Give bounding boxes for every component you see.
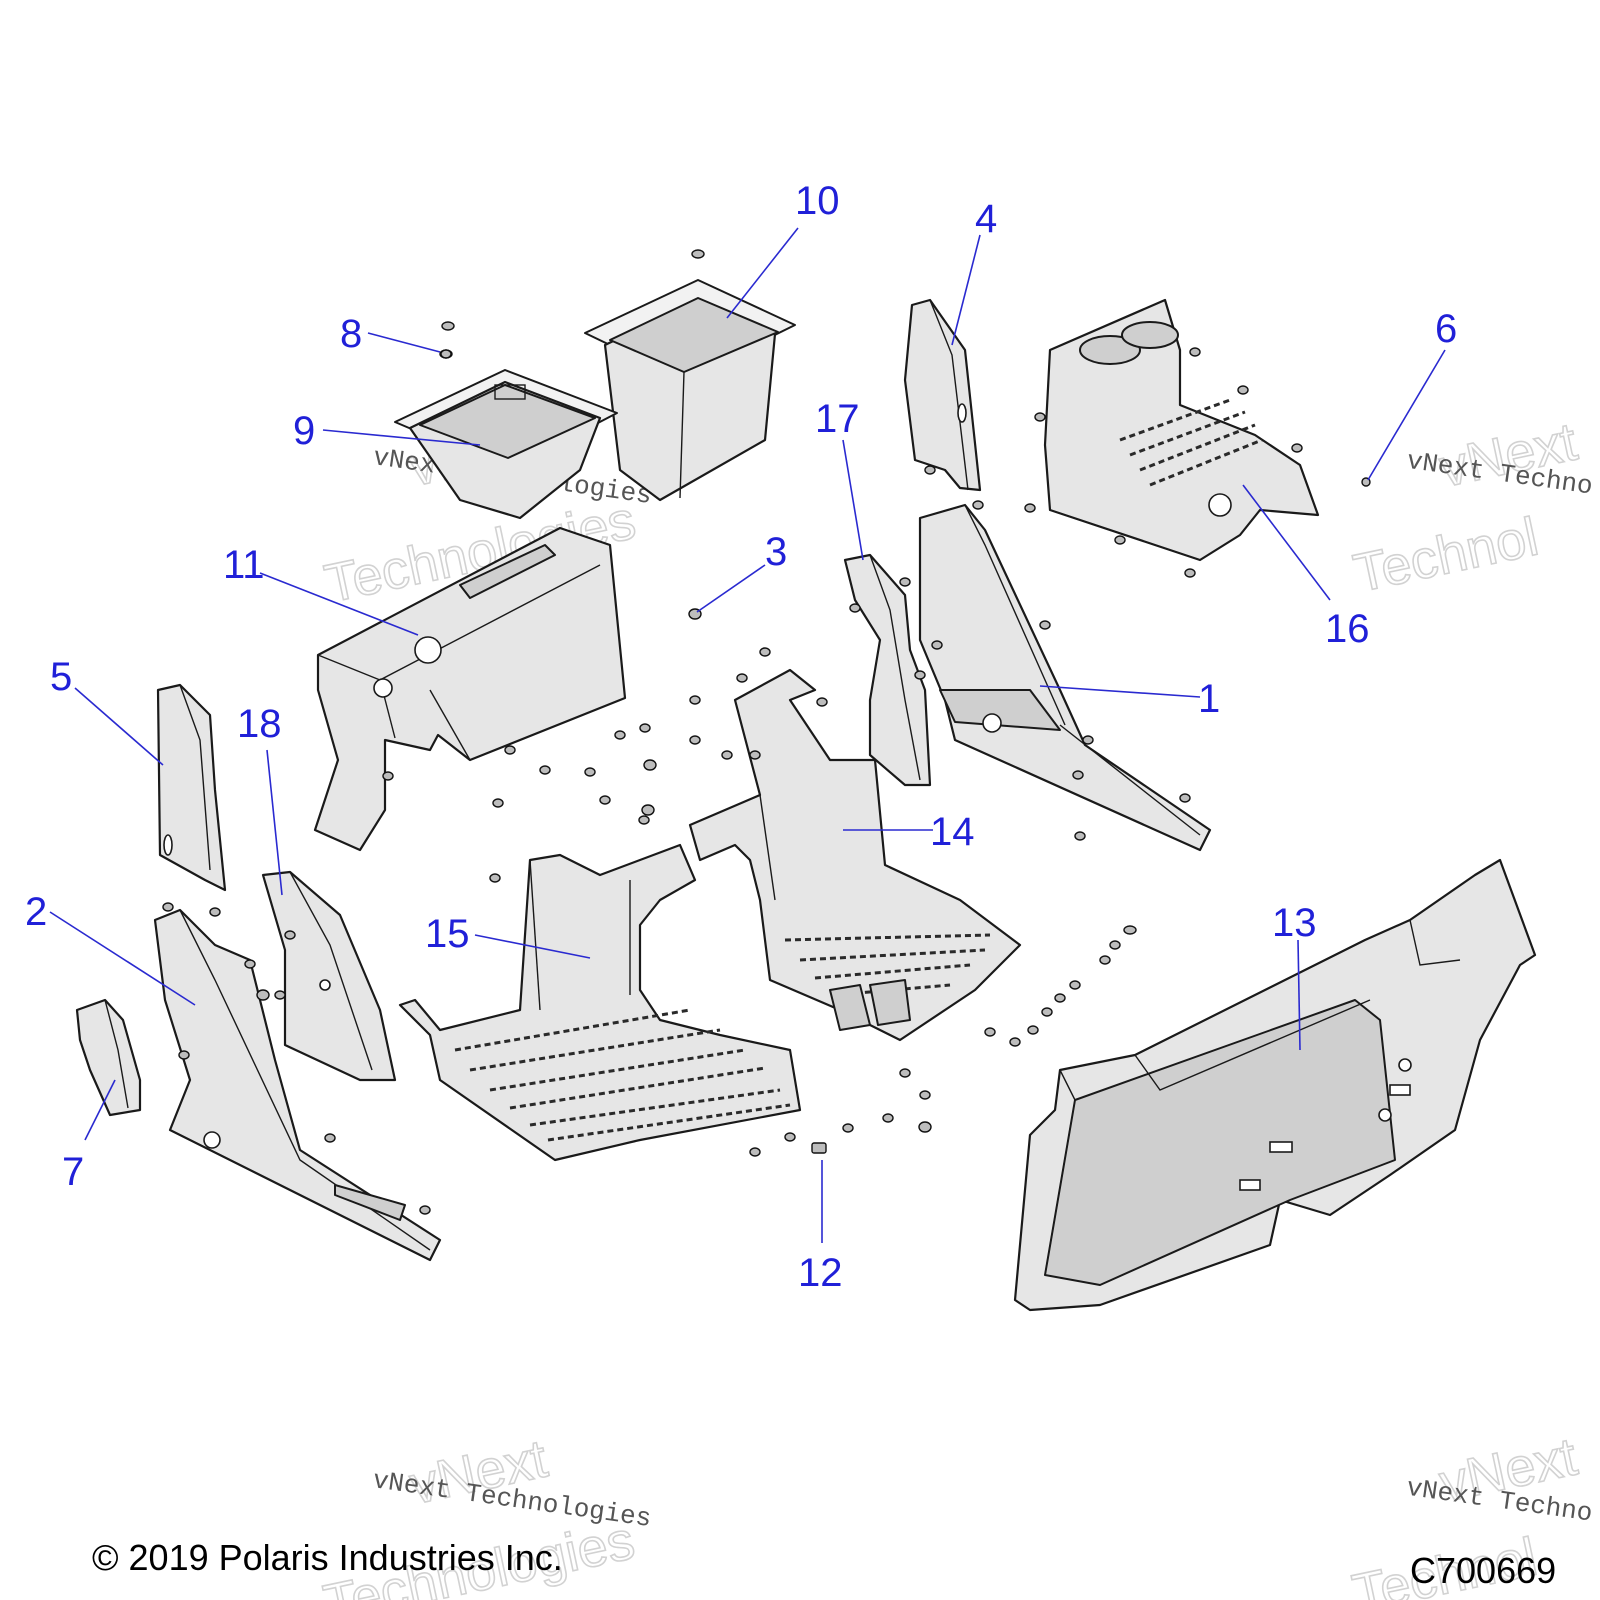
part-7-pad <box>75 998 142 1117</box>
watermark-large-top-right-word: Technol <box>1349 507 1544 604</box>
part-2-left-rocker-panel <box>153 902 442 1262</box>
callout-5: 5 <box>50 655 72 699</box>
leader-16 <box>1242 484 1331 601</box>
part-10-storage-bin <box>584 249 796 502</box>
leader-8 <box>367 332 441 353</box>
callout-9: 9 <box>293 409 315 453</box>
callout-16: 16 <box>1325 607 1370 651</box>
footer: © 2019 Polaris Industries Inc. C700669 <box>92 1537 1556 1591</box>
loose-fasteners <box>382 349 1371 1154</box>
leader-9 <box>322 429 481 446</box>
leader-10 <box>726 227 799 319</box>
leader-11 <box>259 572 419 636</box>
fastener-part-8 <box>440 349 452 359</box>
callout-1: 1 <box>1198 677 1220 721</box>
part-9-tray <box>394 321 618 520</box>
leader-6 <box>1367 349 1446 481</box>
part-5-left-upper-trim <box>156 683 227 892</box>
diagram-code: C700669 <box>1410 1550 1556 1591</box>
part-11-console-panel <box>313 526 627 852</box>
part-18-left-inner-trim <box>261 870 397 1082</box>
leader-15 <box>474 934 591 959</box>
callout-13: 13 <box>1272 901 1317 945</box>
callout-2: 2 <box>25 890 47 934</box>
callout-15: 15 <box>425 912 470 956</box>
callout-3: 3 <box>765 530 787 574</box>
callout-7: 7 <box>62 1150 84 1194</box>
callout-8: 8 <box>340 312 362 356</box>
part-14-rear-floor <box>688 647 1022 1042</box>
leader-1 <box>1039 685 1201 698</box>
callout-labels: 1 2 3 4 5 6 7 8 9 10 11 12 13 14 15 16 1… <box>25 179 1457 1295</box>
callout-4: 4 <box>975 197 997 241</box>
leader-lines <box>49 227 1446 1243</box>
leader-17 <box>842 439 864 561</box>
leader-3 <box>696 564 766 613</box>
leader-5 <box>74 687 164 766</box>
part-16-center-console <box>1024 298 1320 578</box>
callout-14: 14 <box>930 810 975 854</box>
callout-10: 10 <box>795 179 840 223</box>
copyright-text: © 2019 Polaris Industries Inc. <box>92 1537 563 1578</box>
part-17-inner-trim <box>843 553 932 787</box>
leader-4 <box>951 234 981 346</box>
leader-18 <box>266 749 283 896</box>
callout-11: 11 <box>223 543 265 587</box>
leader-13 <box>1297 939 1301 1051</box>
callout-17: 17 <box>815 397 860 441</box>
part-4-upper-trim <box>903 298 984 510</box>
fastener-part-12 <box>811 1142 827 1154</box>
part-1-rocker-panel <box>918 503 1212 852</box>
callout-12: 12 <box>798 1251 843 1295</box>
leader-7 <box>84 1079 116 1141</box>
callout-18: 18 <box>237 702 282 746</box>
part-13-bulkhead <box>984 858 1537 1312</box>
leader-2 <box>49 911 196 1006</box>
part-15-front-floor <box>398 815 802 1162</box>
callout-6: 6 <box>1435 307 1457 351</box>
